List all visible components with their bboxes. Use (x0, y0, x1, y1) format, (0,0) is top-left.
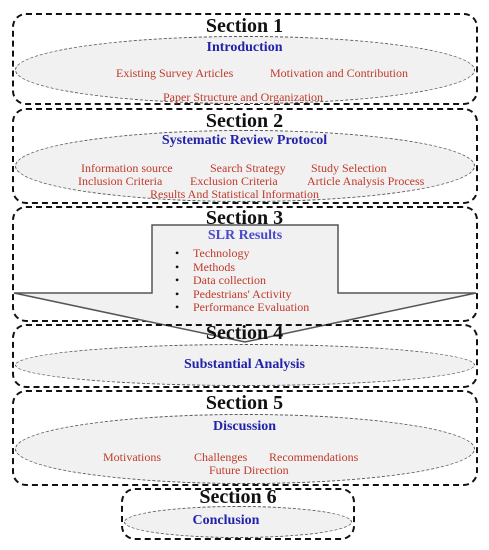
section-5-heading: Section 5 (205, 392, 284, 414)
section-3-item: Data collection (175, 274, 309, 288)
section-1-title: Introduction (206, 40, 283, 55)
section-3-title: SLR Results (207, 228, 283, 243)
section-2-title: Systematic Review Protocol (161, 133, 328, 148)
section-3-list: Technology Methods Data collection Pedes… (175, 246, 309, 315)
section-1-item: Existing Survey Articles (116, 66, 234, 80)
section-6-ellipse (124, 506, 352, 538)
section-1-box (12, 13, 478, 105)
section-1-heading: Section 1 (205, 15, 284, 37)
section-5-title: Discussion (212, 419, 277, 434)
section-4-box (12, 324, 478, 388)
section-1-item: Motivation and Contribution (270, 66, 408, 80)
section-5-item: Future Direction (209, 463, 289, 477)
section-1-ellipse (15, 36, 475, 104)
section-2-item: Exclusion Criteria (190, 174, 278, 188)
section-3-item: Methods (175, 260, 309, 275)
section-2-box (12, 108, 478, 204)
section-2-item: Information source (81, 161, 173, 175)
section-2-item: Results And Statistical Information (150, 187, 319, 201)
section-4-heading: Section 4 (205, 322, 284, 344)
section-2-item: Article Analysis Process (307, 174, 425, 188)
section-2-ellipse (15, 130, 475, 202)
section-3-item: Pedestrians' Activity (175, 287, 309, 302)
section-2-item: Inclusion Criteria (78, 174, 163, 188)
section-1-item: Paper Structure and Organization (163, 90, 324, 104)
section-4-ellipse (15, 344, 475, 386)
section-3-heading: Section 3 (205, 207, 284, 229)
section-6-title: Conclusion (192, 513, 260, 528)
section-6-heading: Section 6 (199, 486, 277, 508)
section-5-item: Challenges (194, 450, 248, 464)
section-2-item: Study Selection (311, 161, 387, 175)
section-2-heading: Section 2 (205, 110, 284, 132)
section-5-ellipse (15, 414, 475, 484)
section-4-title: Substantial Analysis (184, 357, 305, 372)
section-3-item: Performance Evaluation (175, 301, 309, 315)
section-5-box (12, 390, 478, 486)
section-2-item: Search Strategy (210, 161, 286, 175)
section-3-item: Technology (175, 246, 309, 261)
section-5-item: Motivations (103, 450, 162, 464)
section-6-box (121, 488, 355, 540)
section-5-item: Recommendations (269, 450, 359, 464)
